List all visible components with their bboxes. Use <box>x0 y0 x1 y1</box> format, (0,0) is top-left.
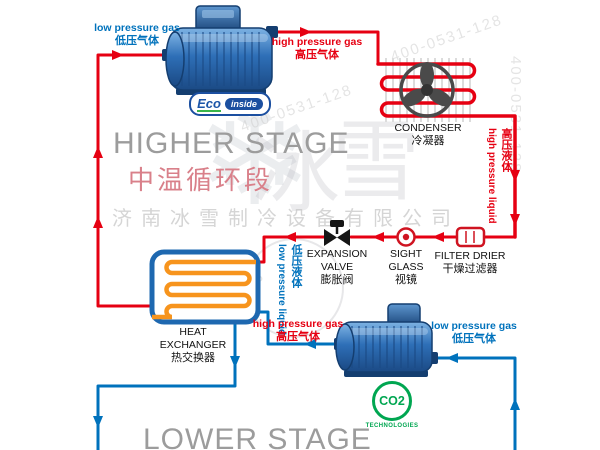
label-en: low pressure liquid <box>276 244 287 336</box>
pipe-suction-high-stage <box>96 53 170 308</box>
eco-inside-badge: Eco inside <box>189 92 271 116</box>
label-condenser: CONDENSER 冷凝器 <box>394 122 461 149</box>
filter-drier <box>455 226 486 248</box>
label-zh: 视镜 <box>395 274 417 287</box>
compressor-high-stage <box>162 5 278 95</box>
label-zh: 膨胀阀 <box>320 274 354 287</box>
label-sight-glass: SIGHT GLASS 视镜 <box>388 248 423 288</box>
label-filter-drier: FILTER DRIER 干燥过滤器 <box>435 250 506 277</box>
eco-inside-label: inside <box>224 97 263 111</box>
label-en: high pressure gas <box>271 36 363 48</box>
label-heat-exchanger: HEAT EXCHANGER 热交换器 <box>160 326 227 366</box>
label-en: GLASS <box>388 261 424 274</box>
condenser-fan-icon <box>399 62 455 118</box>
expansion-valve <box>324 220 350 246</box>
label-low-pressure-gas-top: low pressure gas 低压气体 <box>94 22 180 49</box>
label-zh: 干燥过滤器 <box>442 263 498 276</box>
label-en: high pressure liquid <box>486 128 497 224</box>
label-high-pressure-gas-top: high pressure gas 高压气体 <box>272 36 362 63</box>
label-zh: 低压液体 <box>290 244 302 288</box>
label-zh: 高压气体 <box>275 331 320 344</box>
compressor-ribs <box>351 326 423 368</box>
flow-arrows-blue <box>93 339 520 428</box>
label-zh: 热交换器 <box>170 352 215 365</box>
label-zh: 高压液体 <box>500 128 512 172</box>
co2-sub-label: TECHNOLOGIES <box>365 423 419 429</box>
label-en: high pressure gas <box>252 318 344 330</box>
label-en: FILTER DRIER <box>434 250 506 262</box>
label-en: HEAT <box>179 326 207 338</box>
eco-brand-logo: Eco <box>197 95 221 112</box>
sight-glass <box>396 227 416 247</box>
label-high-pressure-liquid: high pressure liquid 高压液体 <box>486 128 514 224</box>
label-en: EXCHANGER <box>159 339 227 352</box>
higher-stage-title: HIGHER STAGE <box>113 127 350 160</box>
label-zh: 冷凝器 <box>411 135 445 148</box>
label-zh: 低压气体 <box>114 35 159 48</box>
co2-technologies-badge: CO2 TECHNOLOGIES <box>364 381 420 429</box>
label-en: VALVE <box>320 261 354 274</box>
label-en: EXPANSION <box>306 248 368 260</box>
label-en: low pressure gas <box>431 320 517 332</box>
label-en: low pressure gas <box>94 22 180 34</box>
label-zh: 低压气体 <box>451 333 496 346</box>
compressor-low-stage <box>334 303 438 377</box>
condenser-coil <box>376 62 517 239</box>
label-low-pressure-gas-lower: low pressure gas 低压气体 <box>431 320 517 347</box>
label-en: SIGHT <box>389 248 423 260</box>
flow-arrows-red <box>93 27 520 242</box>
higher-stage-subtitle: 中温循环段 <box>128 165 274 195</box>
label-en: CONDENSER <box>394 122 462 134</box>
label-zh: 高压气体 <box>294 49 339 62</box>
label-high-pressure-gas-lower: high pressure gas 高压气体 <box>253 318 343 345</box>
label-low-pressure-liquid: low pressure liquid 低压液体 <box>276 244 304 335</box>
heat-exchanger <box>149 249 261 325</box>
pipe-suction-low-stage <box>430 356 517 450</box>
label-expansion-valve: EXPANSION VALVE 膨胀阀 <box>307 248 368 288</box>
co2-label: CO2 <box>379 394 405 408</box>
lower-stage-title: LOWER STAGE <box>143 423 372 450</box>
co2-logo-icon: CO2 <box>372 381 412 421</box>
heat-exchanger-coil <box>152 259 256 320</box>
